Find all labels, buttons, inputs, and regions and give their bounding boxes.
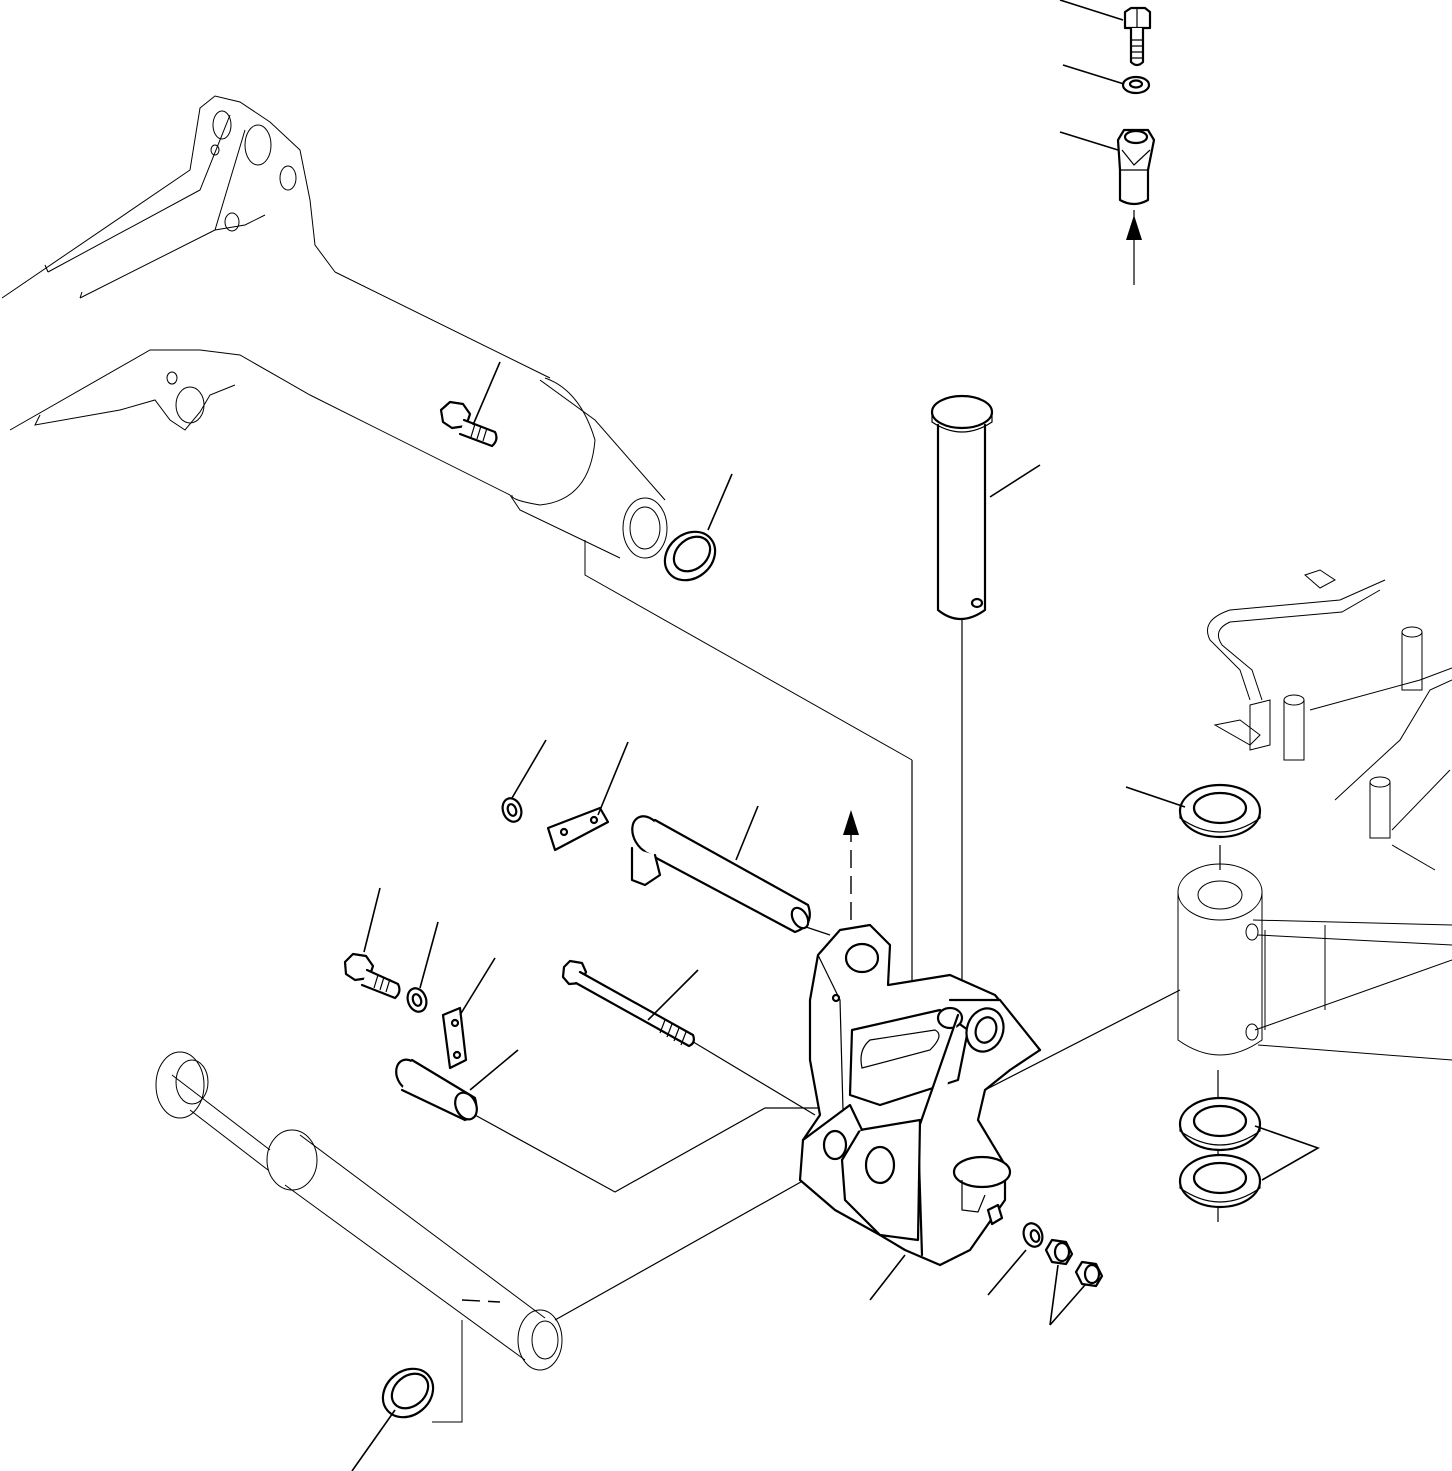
washer: [501, 797, 523, 823]
callout-leader: [989, 464, 1041, 498]
callout-leader: [987, 1249, 1027, 1296]
swing-bracket: [798, 923, 1042, 1267]
bolt: [1123, 6, 1152, 67]
callout-leader: [511, 739, 547, 799]
callout-leader: [459, 957, 496, 1016]
thrust-ring: [1178, 1153, 1262, 1209]
assembly-arrow-up: [1126, 215, 1142, 240]
callout-leader: [472, 361, 501, 426]
callout-leader: [1059, 131, 1119, 151]
callout-leader: [351, 1409, 396, 1471]
long-bolt: [561, 959, 695, 1048]
thrust-ring: [1178, 1096, 1262, 1152]
thrust-ring: [381, 1367, 435, 1419]
bolt: [439, 400, 498, 448]
assembly-lines: [474, 210, 1221, 1321]
assembly-arrow-up: [843, 810, 859, 920]
washer: [1022, 1222, 1044, 1248]
callout-leader: [419, 921, 439, 989]
callout-leaders: [351, 0, 1320, 1471]
bolt: [343, 952, 401, 1000]
boom-arm: [1, 95, 913, 761]
callout-leader: [597, 741, 629, 816]
bushing: [395, 1058, 478, 1122]
callout-leader: [1254, 1125, 1320, 1181]
frame-boss: [1177, 569, 1452, 1061]
callout-leader: [1059, 0, 1124, 21]
nut: [1074, 1260, 1104, 1288]
callout-leader: [363, 887, 381, 953]
thrust-ring: [1178, 783, 1262, 839]
callout-leader: [735, 805, 759, 861]
callout-leader: [647, 969, 699, 1021]
callout-leader: [1125, 786, 1186, 808]
lock-plate: [546, 806, 610, 852]
lower-rod: [155, 1051, 563, 1423]
callout-leader: [707, 473, 733, 531]
callout-leader: [1049, 1264, 1086, 1326]
nut: [1044, 1238, 1074, 1266]
horizontal-pin: [630, 815, 811, 934]
callout-leader: [469, 1049, 519, 1091]
washer: [406, 987, 428, 1013]
vertical-pin: [930, 394, 994, 621]
callout-leader: [1062, 64, 1125, 85]
thrust-ring: [663, 530, 717, 582]
grease-nipple-cap: [1116, 128, 1156, 206]
callout-leader: [869, 1254, 906, 1301]
lock-plate: [441, 1006, 468, 1070]
washer: [1121, 75, 1151, 95]
